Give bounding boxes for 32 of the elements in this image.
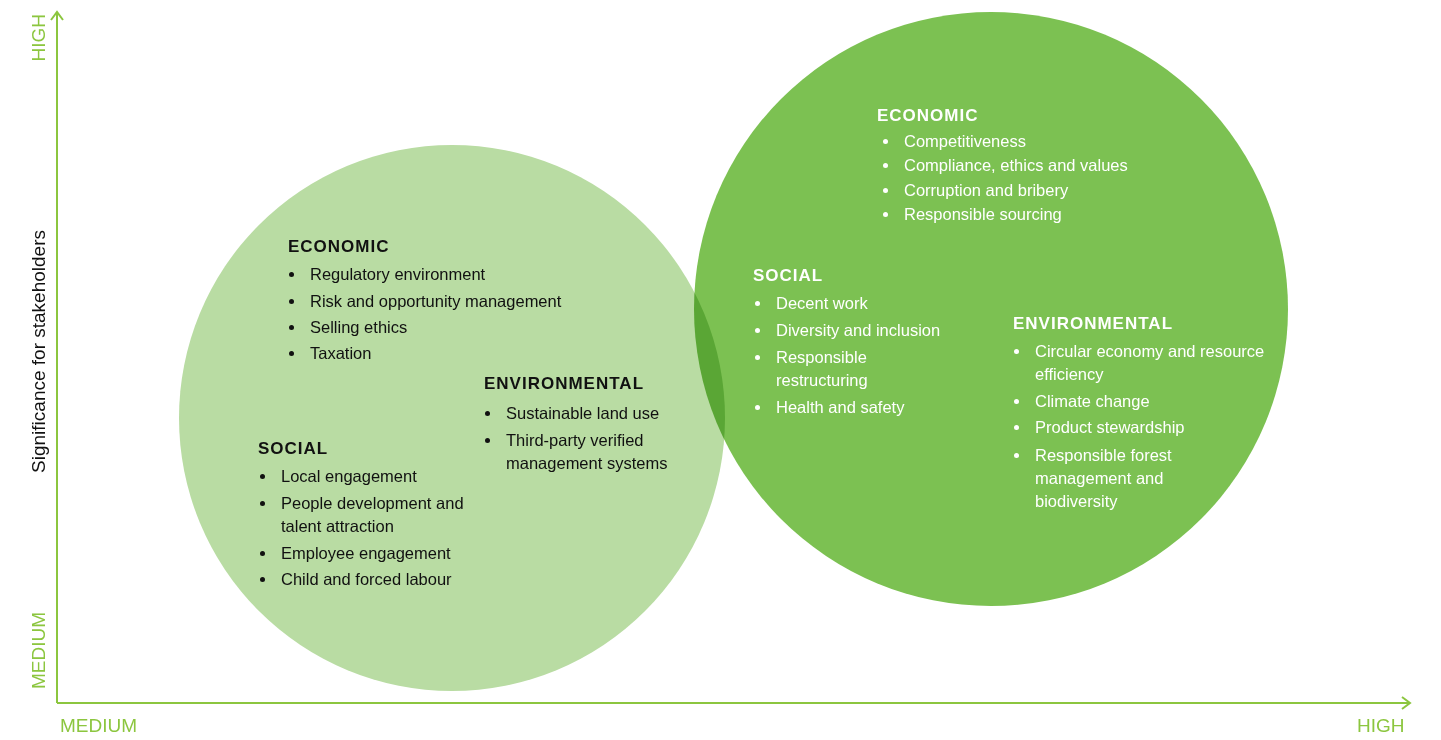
list-item: Circular economy and resource efficiency: [1012, 340, 1265, 386]
axis-end-label: HIGH: [1357, 715, 1405, 737]
list-item: Taxation: [287, 342, 372, 365]
list-item: Compliance, ethics and values: [881, 154, 1128, 177]
category-heading: ECONOMIC: [288, 236, 390, 258]
axis-end-label: MEDIUM: [28, 612, 50, 690]
list-item: Regulatory environment: [287, 263, 486, 286]
list-item: Diversity and inclusion: [753, 319, 941, 342]
list-item: Responsible sourcing: [881, 203, 1062, 226]
list-item: Responsible restructuring: [753, 346, 916, 392]
list-item: Risk and opportunity management: [287, 290, 562, 313]
axis-title: Significance for stakeholders: [28, 230, 50, 473]
list-item: Child and forced labour: [258, 568, 452, 591]
list-item: Competitiveness: [881, 130, 1026, 153]
list-item: Sustainable land use: [483, 402, 660, 425]
category-heading: ENVIRONMENTAL: [484, 373, 644, 395]
list-item: Selling ethics: [287, 316, 408, 339]
list-item: Employee engagement: [258, 542, 451, 565]
list-item: Corruption and bribery: [881, 179, 1069, 202]
category-heading: SOCIAL: [258, 438, 329, 460]
axis-end-label: HIGH: [28, 14, 50, 62]
list-item: Health and safety: [753, 396, 905, 419]
category-heading: SOCIAL: [753, 265, 824, 287]
list-item: People development and talent attraction: [258, 492, 481, 538]
category-heading: ENVIRONMENTAL: [1013, 313, 1173, 335]
list-item: Responsible forest management and biodiversity: [1012, 444, 1225, 513]
axis-end-label: MEDIUM: [60, 715, 138, 737]
list-item: Local engagement: [258, 465, 417, 488]
category-heading: ECONOMIC: [877, 105, 979, 127]
list-item: Decent work: [753, 292, 868, 315]
list-item: Product stewardship: [1012, 416, 1185, 439]
list-item: Climate change: [1012, 390, 1150, 413]
